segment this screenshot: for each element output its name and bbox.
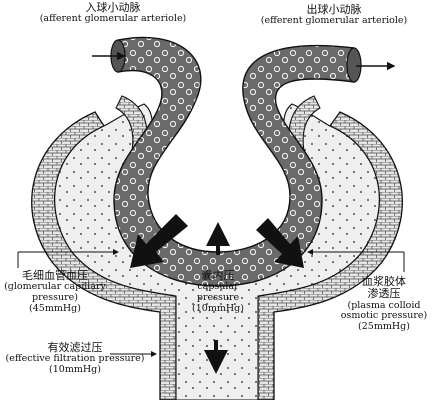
capsular-label-en1: capsular [197, 281, 239, 293]
capillary-pressure-label: 毛细血管血压 (glomerular capillary pressure) (… [0, 269, 110, 314]
capsular-label-zh: 囊内压 [201, 269, 235, 282]
oncotic-pressure-label: 血浆胶体 渗透压 (plasma colloid osmotic pressur… [334, 275, 434, 333]
oncotic-pressure-arrow [256, 218, 304, 268]
afferent-label: 入球小动脉 (afferent glomerular arteriole) [28, 1, 198, 25]
oncotic-label-en1: (plasma colloid [347, 299, 421, 311]
oncotic-label-en2: osmotic pressure) [340, 310, 428, 322]
capillary-label-en1: (glomerular capillary [4, 281, 106, 293]
filtration-label-en: (effective filtration pressure) [5, 353, 145, 365]
filtration-pressure-label: 有效滤过压 (effective filtration pressure) (1… [0, 341, 150, 376]
capillary-label-zh: 毛细血管血压 [22, 269, 88, 282]
capillary-label-value: (45mmHg) [29, 302, 81, 314]
efferent-label-en: (efferent glomerular arteriole) [260, 15, 408, 27]
capsular-label-value: (10mmHg) [192, 302, 244, 314]
capillary-pressure-arrow [130, 214, 188, 268]
afferent-label-zh: 入球小动脉 [85, 1, 141, 14]
oncotic-label-value: (25mmHg) [358, 320, 410, 332]
filtration-label-value: (10mmHg) [49, 363, 101, 375]
oncotic-label-zh1: 血浆胶体 [362, 275, 406, 288]
efferent-label: 出球小动脉 (efferent glomerular arteriole) [244, 3, 424, 27]
afferent-label-en: (afferent glomerular arteriole) [39, 13, 187, 25]
oncotic-label-zh2: 渗透压 [367, 287, 401, 301]
efferent-opening [346, 47, 362, 83]
capillary-label-en2: pressure) [32, 291, 78, 303]
capsular-pressure-label: 囊内压 capsular pressure (10mmHg) [180, 269, 256, 314]
efferent-label-zh: 出球小动脉 [306, 3, 362, 16]
capsular-label-en2: pressure [196, 291, 240, 303]
filtration-label-zh: 有效滤过压 [47, 341, 103, 354]
